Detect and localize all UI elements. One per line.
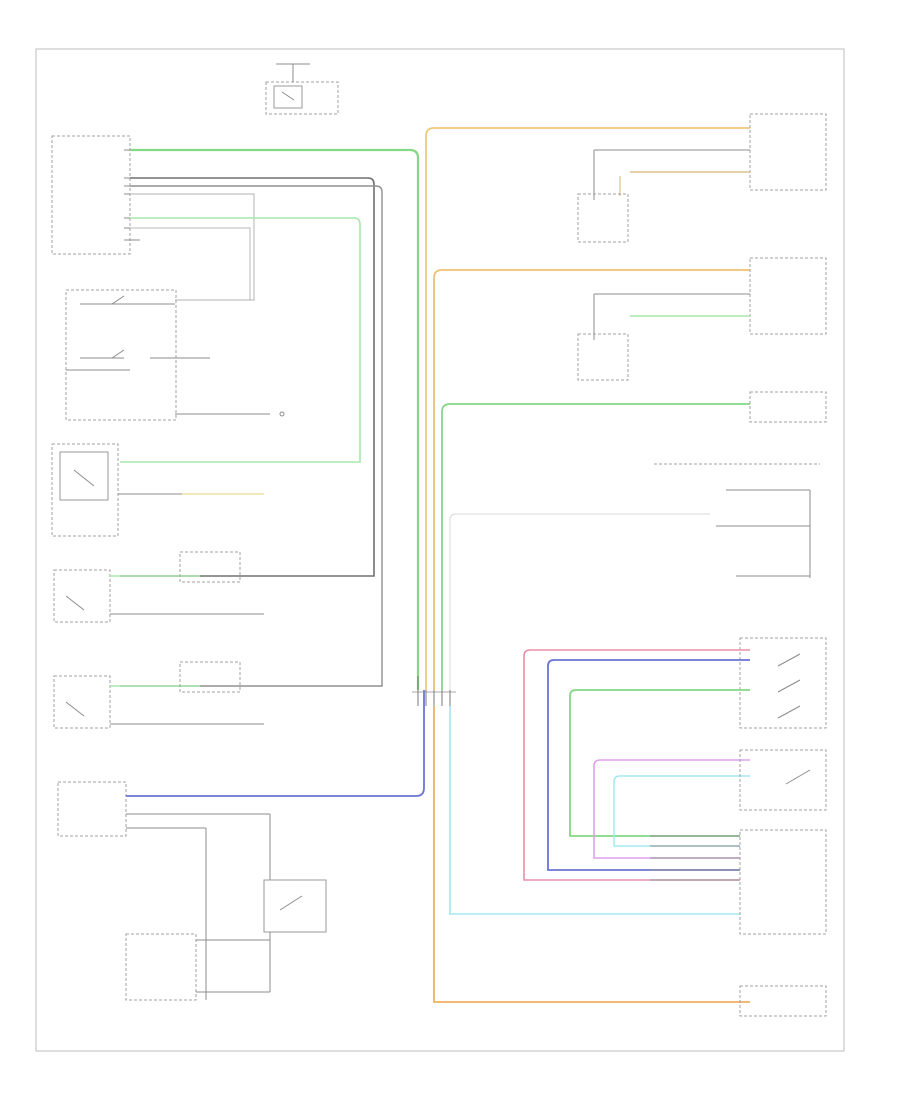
wire-pink [523, 649, 750, 881]
wire-orange-2 [433, 269, 750, 690]
wire-light-gray [130, 193, 255, 301]
airbag-control-module [650, 829, 827, 935]
wire-orange-bottom [433, 706, 750, 1003]
wire-orange-1 [425, 127, 750, 690]
wire-green-right [441, 403, 750, 690]
body-control-module [125, 879, 327, 1001]
wire-green-2 [120, 217, 361, 463]
side-impact-sensor [739, 749, 827, 811]
driver-seat-belt-module [577, 113, 827, 243]
wire-violet [593, 759, 750, 859]
wire-gray-2 [120, 185, 383, 687]
wire-blue-right [547, 659, 750, 871]
data-link-connector [739, 985, 827, 1017]
front-impact-sensor-left [53, 551, 264, 623]
diagram-frame [35, 48, 845, 1052]
inflatable-restraint-sensing-module [51, 135, 140, 255]
passenger-seat-belt-module [577, 257, 827, 381]
wire-cyan-2 [613, 775, 750, 847]
fuse-block [265, 63, 339, 115]
wire-dark-gray [120, 177, 375, 577]
pass-air-bag-indicator [716, 489, 811, 578]
passenger-air-bag-switch [739, 637, 827, 729]
wire-green-1 [130, 148, 420, 690]
seat-position-sensor [51, 443, 264, 537]
passenger-presence-module [57, 690, 425, 1000]
wire-blue-left [126, 690, 425, 797]
wire-gray-3 [130, 227, 251, 300]
wire-green-lower [569, 689, 750, 837]
seat-belt-switch [65, 289, 285, 421]
wire-cyan [449, 706, 740, 915]
instrument-cluster [654, 391, 827, 465]
front-impact-sensor-right [53, 661, 264, 729]
wire-gray-right [449, 513, 710, 690]
